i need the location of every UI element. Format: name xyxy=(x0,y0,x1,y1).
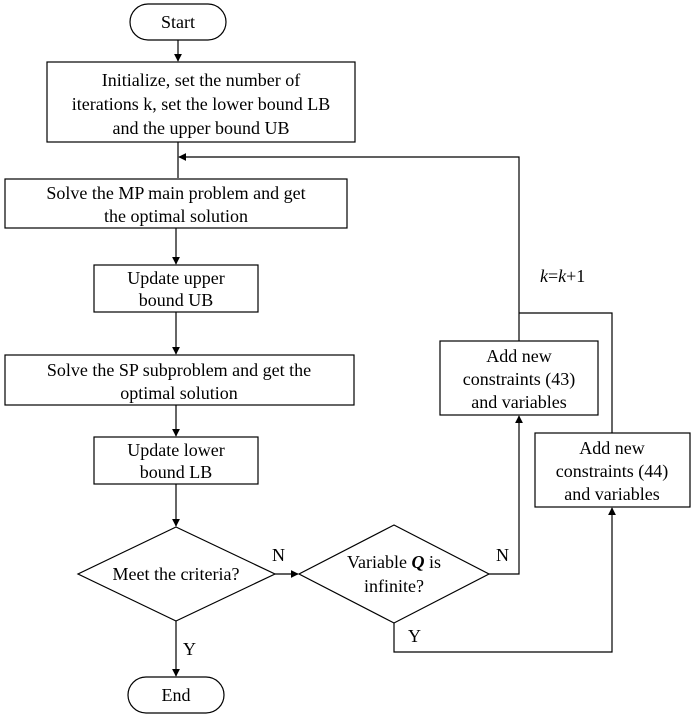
update-ub-step: Update upper bound UB xyxy=(93,264,259,313)
iteration-k2: k xyxy=(558,266,567,286)
criteria-no-label: N xyxy=(272,545,285,565)
infinite-label-line1: Variable Q is xyxy=(347,552,441,572)
criteria-label: Meet the criteria? xyxy=(113,564,240,584)
arrow-infinite-to-add-44 xyxy=(393,507,616,653)
connector-add-44-to-loop xyxy=(519,312,613,433)
add-43-text-line3: and variables xyxy=(471,392,566,412)
iteration-label: k=k+1 xyxy=(540,266,585,286)
initialize-text-line1: Initialize, set the number of xyxy=(102,70,300,90)
infinite-label-line2: infinite? xyxy=(364,576,424,596)
add-43-text-line2: constraints (43) xyxy=(463,369,575,390)
add-43-text-line1: Add new xyxy=(486,346,552,366)
initialize-text-line2: iterations k, set the lower bound LB xyxy=(72,94,330,114)
add-constraints-44-step: Add new constraints (44) and variables xyxy=(534,432,691,508)
update-lb-text-line2: bound LB xyxy=(140,462,213,482)
solve-mp-text-line2: the optimal solution xyxy=(104,206,248,226)
solve-sp-step: Solve the SP subproblem and get the opti… xyxy=(4,354,355,406)
update-lb-step: Update lower bound LB xyxy=(93,436,259,485)
arrow-infinite-to-add-43 xyxy=(489,415,523,575)
end-label: End xyxy=(162,685,191,705)
update-ub-text-line1: Update upper xyxy=(127,268,224,288)
add-44-text-line1: Add new xyxy=(579,438,645,458)
initialize-text-line3: and the upper bound UB xyxy=(113,118,290,138)
update-ub-text-line2: bound UB xyxy=(139,290,214,310)
infinite-label-suffix: is xyxy=(424,552,441,572)
solve-mp-step: Solve the MP main problem and get the op… xyxy=(4,178,348,229)
solve-sp-text-line1: Solve the SP subproblem and get the xyxy=(47,360,311,380)
start-label: Start xyxy=(161,12,195,32)
update-lb-text-line1: Update lower xyxy=(127,440,224,460)
initialize-step: Initialize, set the number of iterations… xyxy=(46,61,356,143)
iteration-k1: k xyxy=(540,266,549,286)
infinite-decision: Variable Q is infinite? xyxy=(297,524,491,624)
end-node: End xyxy=(127,676,225,714)
add-44-text-line2: constraints (44) xyxy=(556,461,668,482)
iteration-plus: +1 xyxy=(566,266,585,286)
solve-sp-text-line2: optimal solution xyxy=(120,383,238,403)
infinite-no-label: N xyxy=(496,545,509,565)
iteration-eq: = xyxy=(548,266,558,286)
loop-back-arrow xyxy=(178,153,520,341)
infinite-yes-label: Y xyxy=(408,626,421,646)
criteria-yes-label: Y xyxy=(183,639,196,659)
infinite-label-var: Q xyxy=(411,552,424,572)
add-constraints-43-step: Add new constraints (43) and variables xyxy=(439,340,599,416)
infinite-label-prefix: Variable xyxy=(347,552,411,572)
start-node: Start xyxy=(129,3,227,41)
add-44-text-line3: and variables xyxy=(564,484,659,504)
solve-mp-text-line1: Solve the MP main problem and get xyxy=(46,183,305,203)
criteria-decision: Meet the criteria? xyxy=(76,526,277,622)
